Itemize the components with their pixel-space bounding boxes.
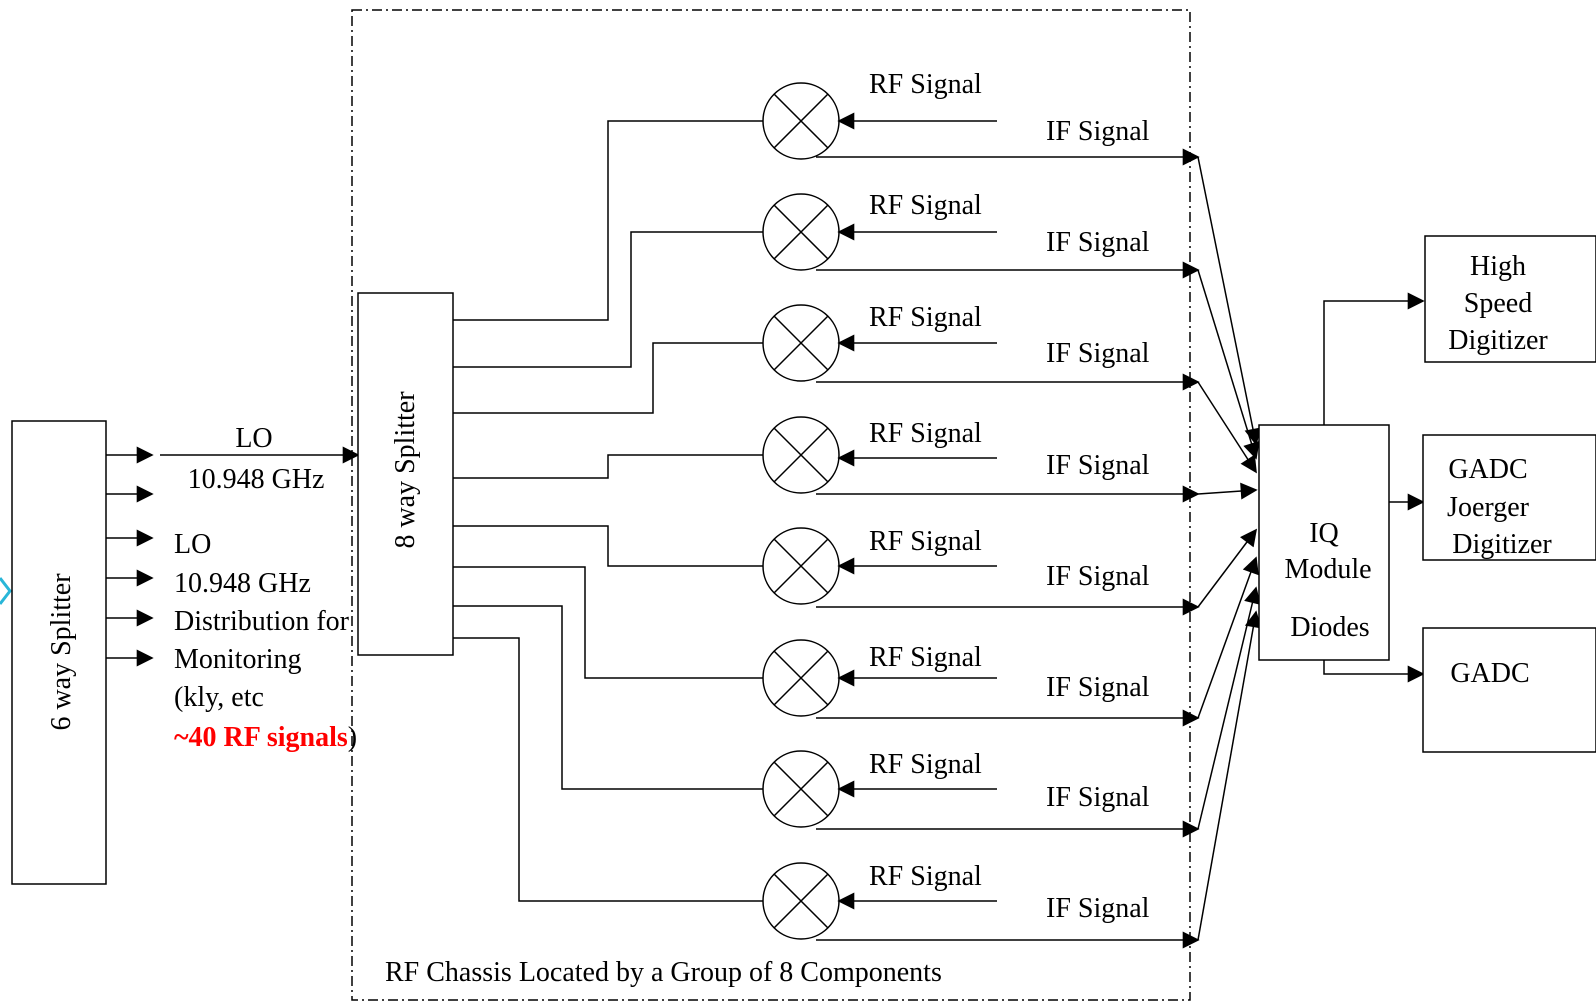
mixer-channel-5: RF Signal IF Signal <box>762 526 1200 616</box>
if-to-iq-lines <box>1197 156 1262 941</box>
rf-signal-label: RF Signal <box>869 69 982 100</box>
mixer-cross-icon <box>773 427 829 483</box>
high-speed-digitizer-line2: Speed <box>1464 288 1532 319</box>
lo-distribution-line6: ~40 RF signals) <box>174 722 357 753</box>
mixer-cross-icon <box>773 93 829 149</box>
mixer-cross-icon <box>773 538 829 594</box>
gadc-joerger-line3: Digitizer <box>1452 529 1552 560</box>
mixer-cross-icon <box>773 761 829 817</box>
iq-output-lines <box>1323 292 1425 683</box>
rf-chassis-caption: RF Chassis Located by a Group of 8 Compo… <box>385 957 942 988</box>
high-speed-digitizer-line1: High <box>1470 251 1526 282</box>
six-way-splitter-label: 6 way Splitter <box>46 573 77 731</box>
lo-label: LO <box>235 423 272 454</box>
if-signal-label: IF Signal <box>1046 893 1150 924</box>
rf-signal-label: RF Signal <box>869 302 982 333</box>
if-signal-label: IF Signal <box>1046 672 1150 703</box>
eight-way-splitter-label: 8 way Splitter <box>390 391 421 549</box>
six-way-splitter-outputs <box>106 446 154 667</box>
mixer-channel-6: RF Signal IF Signal <box>762 639 1200 727</box>
gadc-joerger-line2: Joerger <box>1447 492 1530 523</box>
gadc-joerger-digitizer-box <box>1422 434 1596 561</box>
mixer-channel-3: RF Signal IF Signal <box>762 302 1200 391</box>
mixer-channel-2: RF Signal IF Signal <box>762 190 1200 279</box>
if-signal-label: IF Signal <box>1046 450 1150 481</box>
lo-distribution-line4: Monitoring <box>174 644 302 675</box>
gadc-box <box>1422 627 1596 753</box>
six-way-splitter-box <box>11 420 107 885</box>
rf-signal-count-suffix: ) <box>348 722 357 753</box>
iq-module-box <box>1258 424 1390 661</box>
mixer-channel-1: RF Signal IF Signal <box>762 69 1200 166</box>
lo-distribution-line2: 10.948 GHz <box>174 568 311 599</box>
iq-module-line3: Diodes <box>1290 612 1369 643</box>
if-signal-label: IF Signal <box>1046 561 1150 592</box>
mixer-cross-icon <box>773 650 829 706</box>
rf-chassis-boundary <box>351 9 1191 1001</box>
lo-distribution-line1: LO <box>174 529 211 560</box>
if-signal-label: IF Signal <box>1046 116 1150 147</box>
if-signal-label: IF Signal <box>1046 782 1150 813</box>
rf-signal-label: RF Signal <box>869 418 982 449</box>
lo-distribution-line5: (kly, etc <box>174 682 264 713</box>
iq-module-line1: IQ <box>1309 518 1339 549</box>
rf-signal-label: RF Signal <box>869 642 982 673</box>
lo-distribution-line3: Distribution for <box>174 606 350 637</box>
mixer-cross-icon <box>773 204 829 260</box>
if-signal-label: IF Signal <box>1046 227 1150 258</box>
eight-way-splitter-box <box>357 292 454 656</box>
mixer-channel-7: RF Signal IF Signal <box>762 749 1200 838</box>
high-speed-digitizer-line3: Digitizer <box>1448 325 1548 356</box>
rf-signal-count-highlight: ~40 RF signals <box>174 722 348 753</box>
mixer-cross-icon <box>773 873 829 929</box>
mixer-channel-8: RF Signal IF Signal <box>762 861 1200 949</box>
lo-frequency-label: 10.948 GHz <box>188 464 325 495</box>
high-speed-digitizer-box <box>1424 235 1596 363</box>
iq-module-line2: Module <box>1284 554 1371 585</box>
rf-signal-label: RF Signal <box>869 749 982 780</box>
gadc-label: GADC <box>1450 658 1529 689</box>
mixer-cross-icon <box>773 315 829 371</box>
if-signal-label: IF Signal <box>1046 338 1150 369</box>
rf-signal-label: RF Signal <box>869 861 982 892</box>
mixer-channel-4: RF Signal IF Signal <box>762 416 1200 503</box>
input-arrow-icon <box>0 577 12 605</box>
gadc-joerger-line1: GADC <box>1448 454 1527 485</box>
rf-signal-label: RF Signal <box>869 526 982 557</box>
splitter-to-mixer-lines <box>453 120 763 902</box>
rf-signal-label: RF Signal <box>869 190 982 221</box>
